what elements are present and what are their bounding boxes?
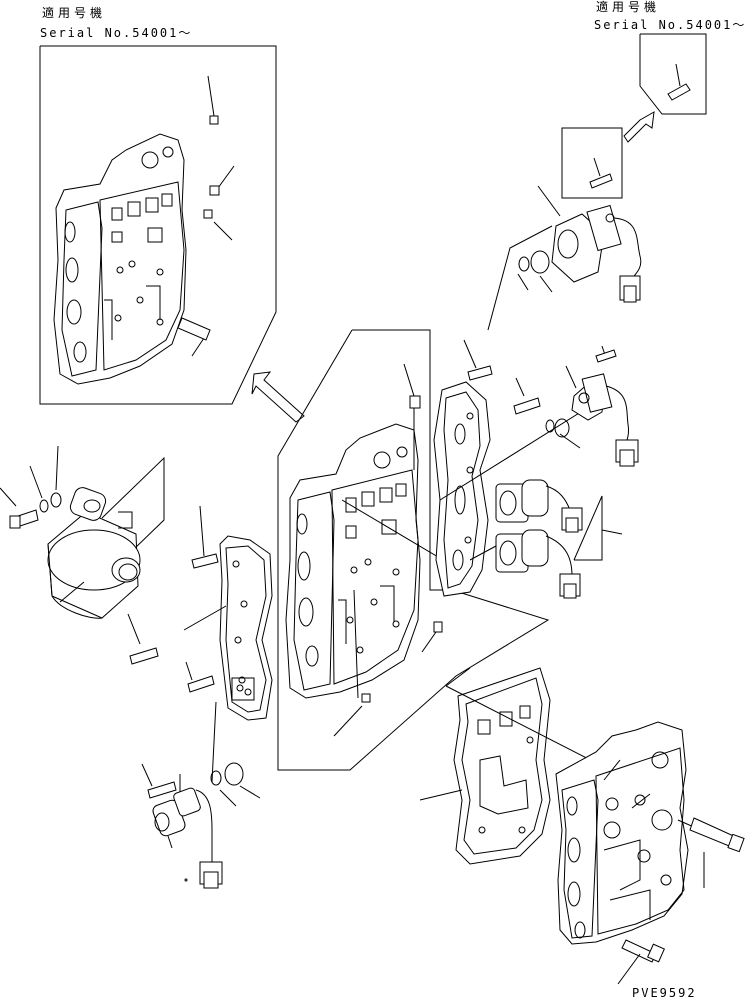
- solenoid-middle-right: [545, 345, 639, 467]
- inset-frame-left: [39, 45, 277, 405]
- arrow-to-inset: [251, 371, 305, 423]
- left-spacer-plate: [127, 505, 273, 783]
- bottom-separator-plate: [419, 667, 611, 865]
- solenoid-left: [0, 445, 165, 619]
- central-valve-body: [285, 363, 461, 737]
- applicable-machine-label-left: 適用号機: [42, 6, 107, 20]
- solenoid-bottom-left: [141, 762, 261, 889]
- central-outline: [277, 329, 550, 771]
- serial-label-left: Serial No.54001～: [40, 26, 193, 40]
- inset-frame-small: [561, 127, 623, 199]
- solenoid-pair: [469, 479, 623, 599]
- inset-valve-body: [53, 75, 235, 385]
- applicable-machine-label-right: 適用号機: [596, 0, 661, 14]
- arrow-to-right-inset: [623, 111, 655, 143]
- right-side-plate: [433, 339, 601, 597]
- bottom-right-valve-body: [555, 721, 745, 985]
- serial-label-right: Serial No.54001～: [594, 18, 745, 32]
- solenoid-top-right: [487, 185, 642, 331]
- drawing-code: PVE9592: [632, 986, 697, 1000]
- inset-frame-right: [639, 33, 707, 115]
